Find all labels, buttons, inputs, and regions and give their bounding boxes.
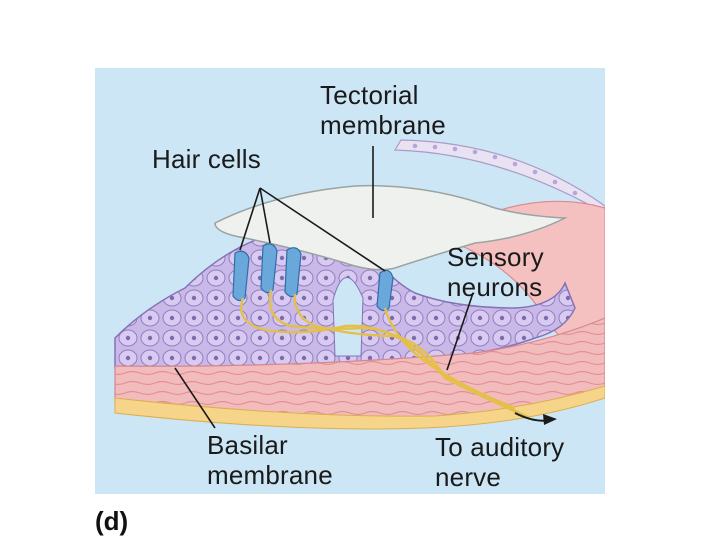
sensory-neurons-label: Sensory neurons xyxy=(447,242,544,302)
basilar-membrane-label: Basilar membrane xyxy=(207,430,333,490)
organ-of-corti-drawing xyxy=(114,139,605,430)
pointer-lines xyxy=(174,146,474,429)
tectorial-membrane-label: Tectorial membrane xyxy=(320,80,446,140)
panel-letter: (d) xyxy=(95,506,129,536)
tectorial-membrane-chain xyxy=(393,139,605,219)
sensory-neuron-fibers xyxy=(240,289,531,420)
hair-cells xyxy=(232,243,394,312)
auditory-nerve-label: To auditory nerve xyxy=(435,432,565,492)
cochlea-illustration-panel: Tectorial membrane Hair cells Sensory ne… xyxy=(95,68,605,494)
hair-cells-label: Hair cells xyxy=(152,144,261,174)
